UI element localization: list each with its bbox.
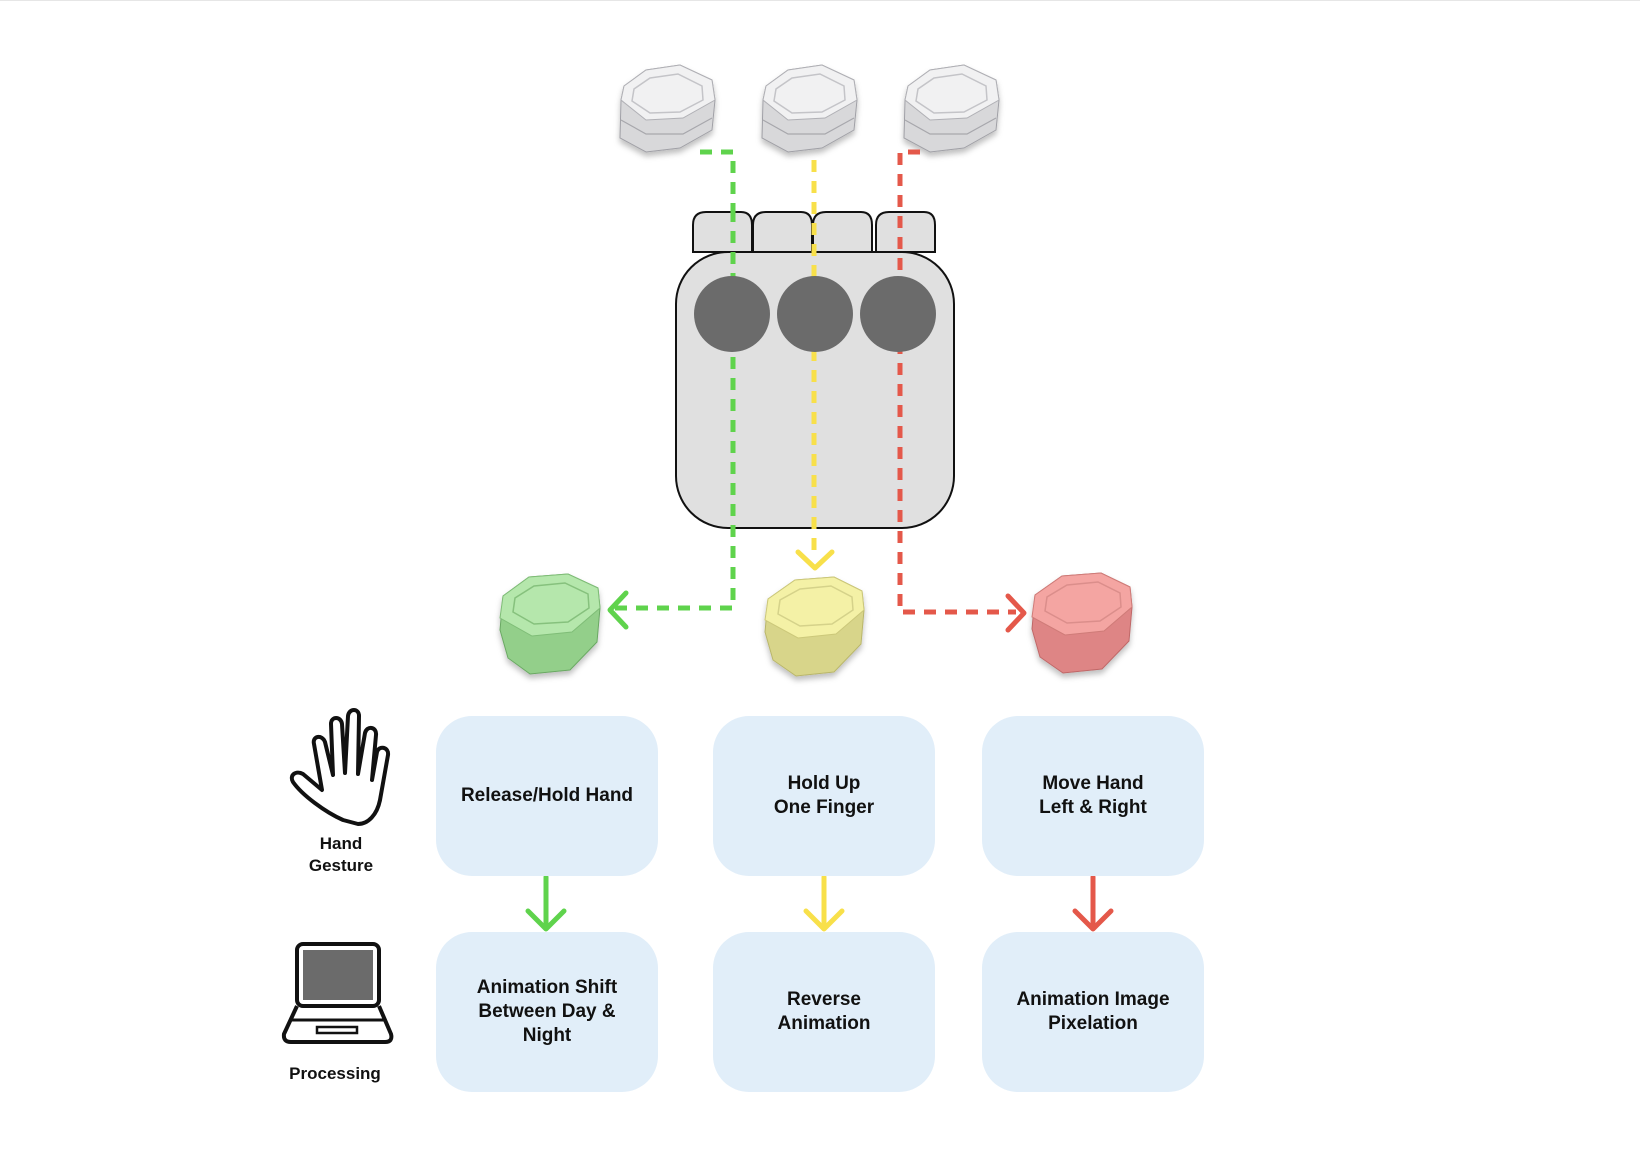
yellow-down-arrow-icon bbox=[803, 874, 845, 932]
sensor-dot-yellow bbox=[777, 276, 853, 352]
yellow-output-block-icon bbox=[764, 576, 865, 677]
gesture-card-one-finger: Hold Up One Finger bbox=[713, 716, 935, 876]
red-output-block-icon bbox=[1031, 572, 1133, 674]
processing-card-text: Animation Image bbox=[1016, 989, 1170, 1010]
processing-label: Processing bbox=[275, 1063, 395, 1085]
input-block-2-icon bbox=[761, 64, 858, 153]
hand-gesture-label: Hand Gesture bbox=[296, 833, 386, 877]
processing-card-text: Animation bbox=[777, 1013, 871, 1034]
processing-card-text: Between Day & bbox=[478, 1001, 616, 1022]
gesture-card-text: Left & Right bbox=[1039, 797, 1147, 818]
green-arrowhead-icon bbox=[607, 590, 629, 630]
processing-card-reverse: Reverse Animation bbox=[713, 932, 935, 1092]
red-signal-path bbox=[897, 149, 1016, 615]
processing-card-text: Animation Shift bbox=[476, 977, 618, 998]
processing-card-text: Pixelation bbox=[1048, 1013, 1138, 1034]
processing-card-text: Night bbox=[522, 1025, 572, 1046]
hand-gesture-label-line-2: Gesture bbox=[308, 856, 374, 875]
gesture-card-move-hand: Move Hand Left & Right bbox=[982, 716, 1204, 876]
sensor-dot-red bbox=[860, 276, 936, 352]
red-arrowhead-icon bbox=[1005, 593, 1027, 633]
gesture-card-text: One Finger bbox=[773, 797, 875, 818]
top-divider bbox=[0, 0, 1640, 1]
input-block-3-icon bbox=[903, 64, 1000, 153]
gesture-card-text: Move Hand bbox=[1042, 773, 1144, 794]
green-down-arrow-icon bbox=[525, 874, 567, 932]
laptop-icon bbox=[281, 942, 394, 1044]
processing-card-text: Reverse bbox=[787, 989, 861, 1010]
green-output-block-icon bbox=[499, 573, 601, 675]
open-hand-icon bbox=[289, 708, 391, 826]
sensor-dot-green bbox=[694, 276, 770, 352]
gesture-card-release-hold: Release/Hold Hand bbox=[436, 716, 658, 876]
gesture-card-text: Release/Hold Hand bbox=[460, 785, 634, 806]
processing-card-day-night: Animation Shift Between Day & Night bbox=[436, 932, 658, 1092]
hand-gesture-label-line-1: Hand bbox=[319, 834, 363, 853]
gesture-card-text: Hold Up bbox=[787, 773, 861, 794]
red-down-arrow-icon bbox=[1072, 874, 1114, 932]
yellow-arrowhead-icon bbox=[795, 549, 835, 571]
processing-card-pixelation: Animation Image Pixelation bbox=[982, 932, 1204, 1092]
processing-label-line-1: Processing bbox=[289, 1064, 381, 1083]
input-block-1-icon bbox=[619, 64, 716, 153]
